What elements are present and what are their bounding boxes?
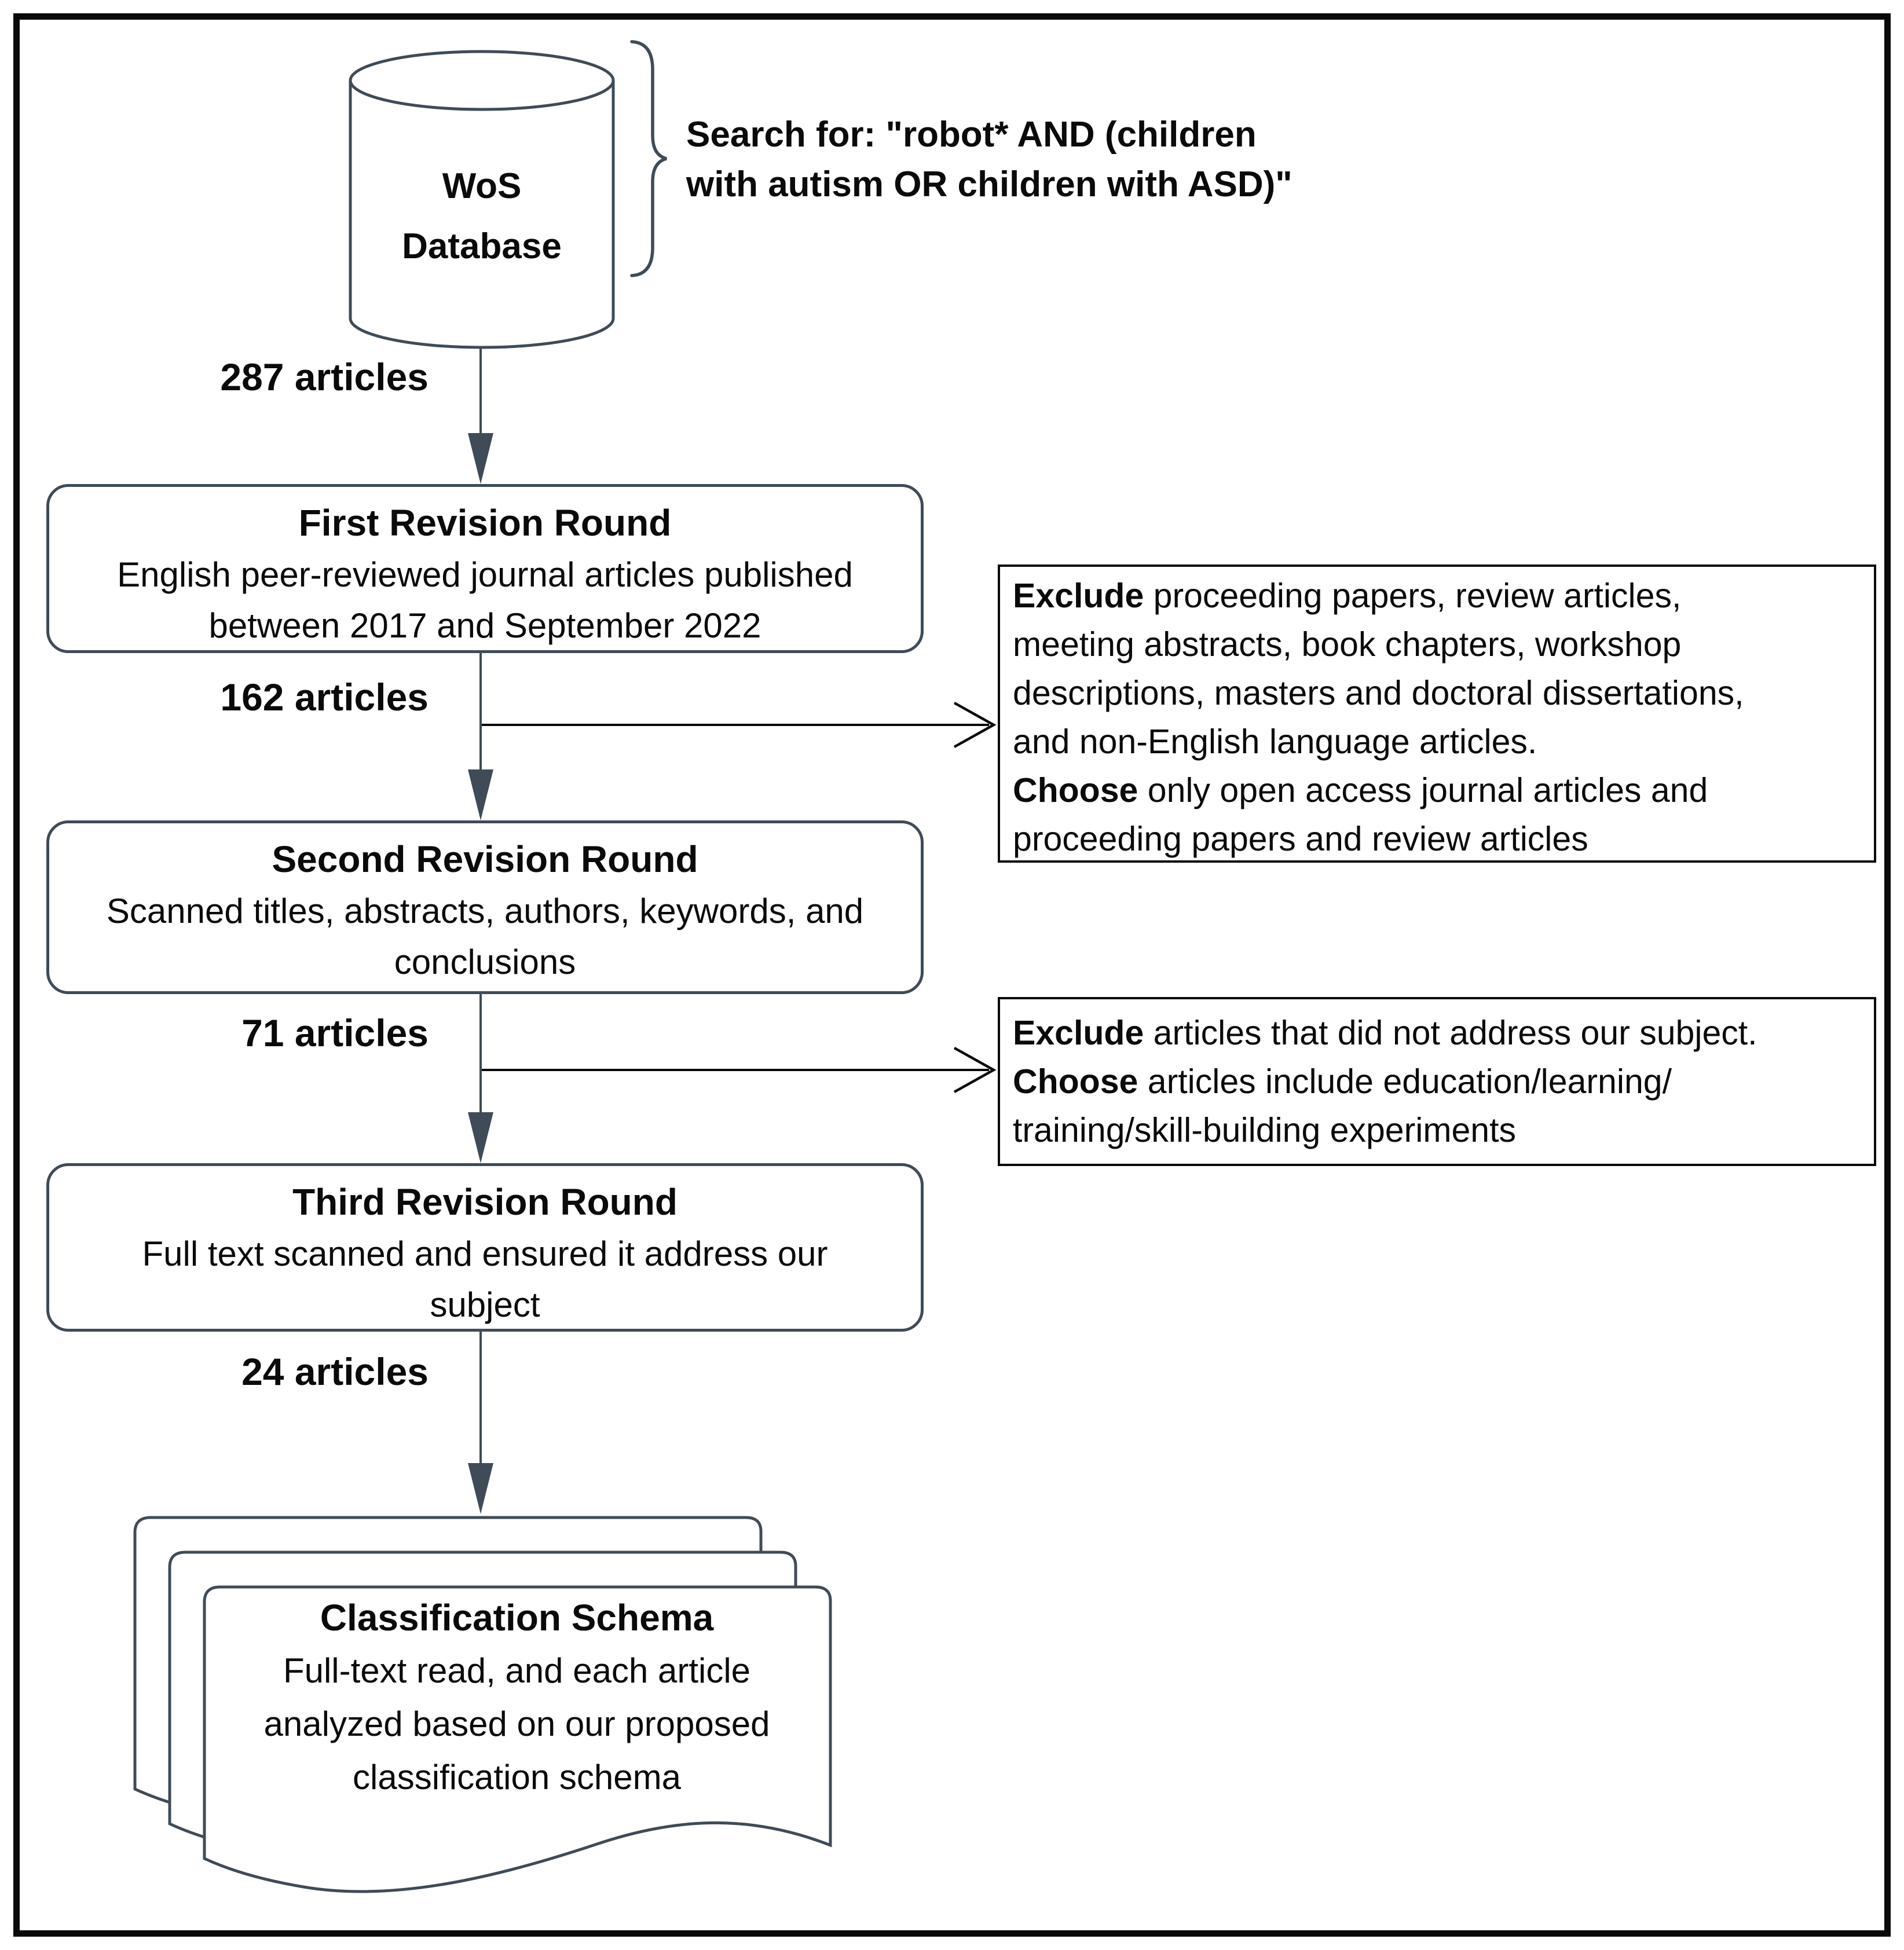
branch-line-2 bbox=[482, 1069, 989, 1071]
curly-brace-icon bbox=[630, 40, 667, 277]
down-arrow-icon bbox=[468, 769, 493, 820]
exclusion-note-2: Exclude articles that did not address ou… bbox=[998, 997, 1876, 1166]
box-body: Scanned titles, abstracts, authors, keyw… bbox=[106, 892, 864, 981]
exclusion-note-1: Exclude proceeding papers, review articl… bbox=[998, 565, 1876, 863]
box-title: Second Revision Round bbox=[272, 838, 698, 880]
down-arrow-icon bbox=[468, 1463, 493, 1514]
down-arrow-icon bbox=[468, 1112, 493, 1163]
count-after-third-round: 24 articles bbox=[241, 1350, 429, 1393]
right-arrow-icon bbox=[953, 702, 997, 748]
second-revision-round-box: Second Revision Round Scanned titles, ab… bbox=[46, 820, 924, 994]
first-revision-round-box: First Revision Round English peer-review… bbox=[46, 484, 924, 653]
document-page-front bbox=[203, 1585, 832, 1893]
box-body: Full text scanned and ensured it address… bbox=[142, 1234, 828, 1324]
right-arrow-icon bbox=[953, 1047, 997, 1093]
box-title: First Revision Round bbox=[298, 502, 672, 544]
box-title: Third Revision Round bbox=[292, 1181, 678, 1223]
classification-schema-text: Classification Schema Full-text read, an… bbox=[203, 1591, 831, 1804]
flow-line-4 bbox=[479, 1332, 482, 1464]
flow-line-3 bbox=[479, 994, 482, 1113]
count-after-first-round: 162 articles bbox=[220, 676, 429, 719]
flow-line-2 bbox=[479, 653, 482, 771]
flow-line-1 bbox=[479, 347, 482, 441]
database-cylinder-icon bbox=[349, 50, 615, 349]
count-after-second-round: 71 articles bbox=[241, 1011, 429, 1054]
branch-line-1 bbox=[482, 724, 989, 726]
down-arrow-icon bbox=[468, 433, 493, 484]
count-after-search: 287 articles bbox=[220, 355, 429, 398]
document-title: Classification Schema bbox=[320, 1597, 714, 1639]
box-body: English peer-reviewed journal articles p… bbox=[117, 555, 853, 645]
diagram-outer-border bbox=[13, 13, 1891, 1937]
third-revision-round-box: Third Revision Round Full text scanned a… bbox=[46, 1163, 924, 1332]
